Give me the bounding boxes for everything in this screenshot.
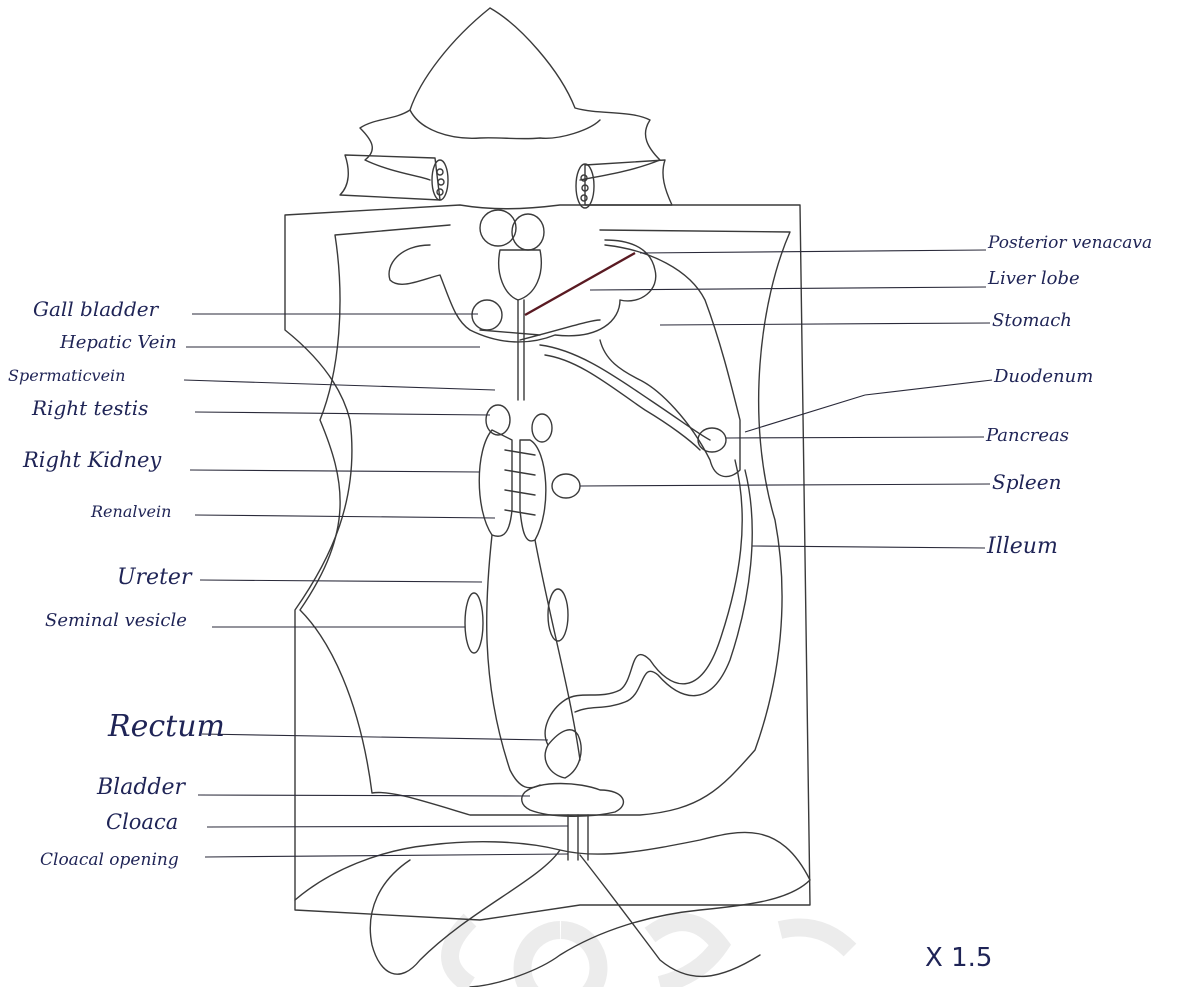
heart-drawing (480, 210, 544, 300)
right-leader-lines (580, 250, 992, 548)
magnification-label: X 1.5 (925, 945, 992, 971)
watermark (450, 920, 850, 987)
head-outline (360, 8, 660, 180)
skin-flap-outline (285, 205, 810, 920)
ureters-drawing (487, 535, 580, 788)
label-bladder: Bladder (97, 777, 185, 799)
right-arm (576, 160, 672, 208)
left-leader-lines (184, 314, 568, 857)
liver-drawing (389, 240, 656, 342)
ileum-drawing (545, 460, 752, 745)
label-seminal-vesicle: Seminal vesicle (45, 612, 187, 630)
label-liver-lobe: Liver lobe (988, 270, 1080, 288)
stomach-drawing (600, 245, 740, 477)
duodenum-drawing (540, 345, 710, 450)
label-ureter: Ureter (117, 567, 191, 589)
label-stomach: Stomach (992, 312, 1072, 330)
label-spleen: Spleen (992, 472, 1061, 492)
label-right-testis: Right testis (32, 398, 148, 418)
spleen-drawing (552, 474, 580, 498)
label-hepatic-vein: Hepatic Vein (60, 334, 177, 352)
vessels-drawing (480, 300, 600, 400)
label-duodenum: Duodenum (994, 368, 1093, 386)
left-arm (340, 155, 448, 200)
seminal-vesicle-drawing (465, 593, 483, 653)
label-pancreas: Pancreas (986, 427, 1069, 445)
bladder-drawing (522, 784, 624, 817)
label-ileum: Illeum (987, 536, 1058, 558)
label-posterior-venacava: Posterior venacava (988, 235, 1152, 252)
label-right-kidney: Right Kidney (23, 450, 161, 471)
kidneys-and-testes-drawing (479, 405, 552, 541)
pancreas-drawing (698, 428, 726, 452)
label-cloacal-opening: Cloacal opening (40, 852, 179, 869)
label-cloaca: Cloaca (106, 812, 178, 833)
gall-bladder-drawing (472, 300, 502, 330)
label-rectum: Rectum (108, 712, 225, 742)
label-gall-bladder: Gall bladder (33, 299, 158, 319)
label-renal-vein: Renalvein (91, 504, 171, 520)
label-spermatic-vein: Spermaticvein (8, 368, 125, 384)
